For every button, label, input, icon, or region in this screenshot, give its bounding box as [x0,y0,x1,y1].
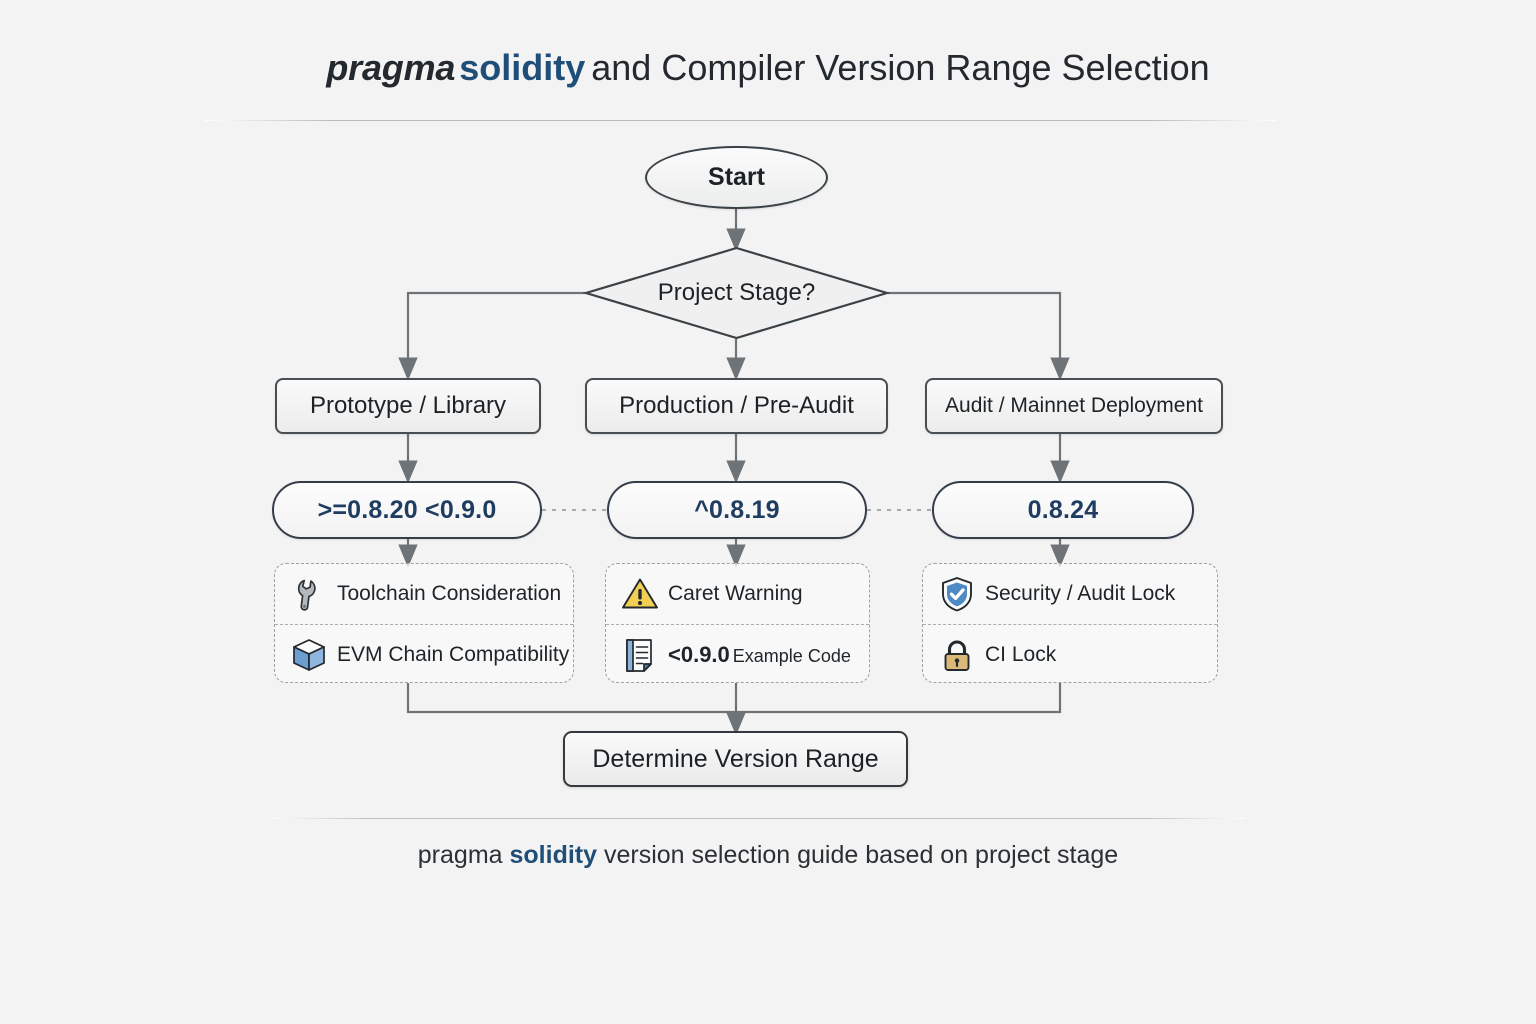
node-stage-audit-label: Audit / Mainnet Deployment [945,394,1203,417]
detail-row[interactable]: CI Lock [923,624,1217,682]
detail-label-version: <0.9.0 [668,641,730,667]
header-divider [205,120,1275,121]
node-stage-prototype-label: Prototype / Library [309,392,507,419]
node-version-audit[interactable]: 0.8.24 [932,481,1194,539]
detail-label-note: Example Code [732,645,851,666]
detail-row[interactable]: EVM Chain Compatibility [275,624,573,682]
detail-row[interactable]: Toolchain Consideration [275,564,573,624]
padlock-icon [944,640,970,671]
node-determine-version-range[interactable]: Determine Version Range [563,731,908,787]
wrench-icon [297,579,316,611]
node-stage-production[interactable]: Production / Pre-Audit [585,378,888,434]
node-decision[interactable]: Project Stage? [585,247,888,339]
detail-row[interactable]: Security / Audit Lock [923,564,1217,624]
node-stage-production-label: Production / Pre-Audit [619,392,854,419]
footer-divider [270,818,1245,819]
node-decision-label: Project Stage? [657,279,816,306]
caption-rest: version selection guide based on project… [603,841,1119,869]
shield-check-icon [942,577,972,612]
node-final-label: Determine Version Range [592,744,879,773]
detail-label: CI Lock [985,642,1057,666]
title-rest: and Compiler Version Range Selection [591,47,1210,88]
node-version-prototype-label: >=0.8.20 <0.9.0 [317,495,497,524]
node-stage-prototype[interactable]: Prototype / Library [275,378,541,434]
caption-pragma: pragma [417,841,503,869]
node-start-label: Start [708,163,765,191]
detail-label: EVM Chain Compatibility [337,642,570,666]
node-version-audit-label: 0.8.24 [1027,495,1099,524]
title-solidity: solidity [459,47,586,88]
caption-solidity: solidity [509,841,598,869]
node-version-production[interactable]: ^0.8.19 [607,481,867,539]
detail-card-audit: Security / Audit Lock CI Lock [922,563,1218,683]
edge-decision-to-audit [888,291,1070,381]
node-stage-audit[interactable]: Audit / Mainnet Deployment [925,378,1223,434]
warning-triangle-icon [622,578,658,609]
footer-caption: pragma solidity version selection guide … [0,838,1536,872]
decision-diamond-shape [582,246,891,340]
detail-label: Caret Warning [668,582,803,605]
edge-cards-bus [406,683,1062,714]
document-icon [626,638,652,672]
detail-label: Security / Audit Lock [985,582,1176,605]
detail-label: Toolchain Consideration [337,582,562,605]
node-version-production-label: ^0.8.19 [694,495,780,524]
edge-decision-to-prototype [398,291,585,381]
detail-row[interactable]: Caret Warning [606,564,869,624]
detail-card-prototype: Toolchain Consideration EVM Chain Compat… [274,563,574,683]
node-start[interactable]: Start [645,146,828,209]
node-version-prototype[interactable]: >=0.8.20 <0.9.0 [272,481,542,539]
package-box-icon [293,638,325,671]
title-pragma: pragma [326,47,456,88]
